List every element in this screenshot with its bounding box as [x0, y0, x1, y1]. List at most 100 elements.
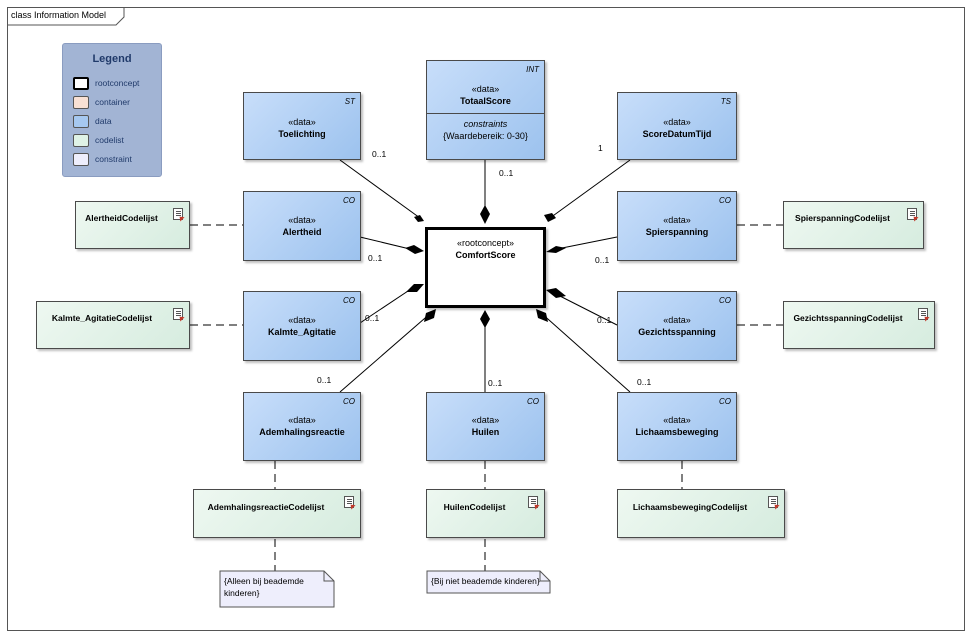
diamond-kalmte [406, 284, 424, 292]
note-text: {Alleen bij beademde kinderen} [224, 576, 304, 598]
diamond-toelichting [414, 215, 424, 222]
multiplicity-toelichting: 0..1 [372, 149, 387, 159]
class-type-tag: ST [344, 97, 355, 106]
class-toelichting[interactable]: ST «data» Toelichting [243, 92, 361, 160]
class-stereotype: «data» [288, 215, 316, 225]
codelist-icon [344, 496, 354, 508]
class-stereotype: «data» [663, 315, 691, 325]
link-lichaamsbeweging [539, 311, 631, 393]
codelist-name: AdemhalingsreactieCodelijst [207, 502, 325, 512]
class-type-tag: TS [720, 97, 731, 106]
class-comfortscore[interactable]: «rootconcept» ComfortScore [425, 227, 546, 308]
link-kalmte [359, 286, 415, 324]
constraint-value: {Waardebereik: 0-30} [443, 131, 528, 141]
class-stereotype: «data» [471, 84, 500, 94]
diamond-totaalscore [480, 205, 490, 224]
codelist-icon [173, 208, 183, 220]
codelist-huilen[interactable]: HuilenCodelijst [426, 489, 545, 538]
class-type-tag: INT [526, 65, 539, 74]
multiplicity-lichaamsbeweging: 0..1 [637, 377, 652, 387]
codelist-name: GezichtsspanningCodelijst [793, 313, 903, 323]
diamond-gezichtsspanning [546, 288, 566, 298]
legend-swatch-data [73, 115, 89, 128]
class-stereotype: «data» [288, 117, 316, 127]
diamond-ademhaling [424, 309, 436, 322]
codelist-spierspanning[interactable]: SpierspanningCodelijst [783, 201, 924, 249]
class-name: Kalmte_Agitatie [267, 327, 337, 337]
class-totaalscore[interactable]: INT «data» TotaalScore constraints {Waar… [426, 60, 545, 160]
class-lichaamsbeweging[interactable]: CO «data» Lichaamsbeweging [617, 392, 737, 461]
legend-item-rootconcept: rootconcept [73, 77, 159, 91]
link-gezichtsspanning [551, 291, 618, 326]
codelist-name: HuilenCodelijst [443, 502, 506, 512]
codelist-name: LichaamsbewegingCodelijst [632, 502, 748, 512]
frame-tab [7, 7, 125, 26]
class-stereotype: «data» [663, 215, 691, 225]
class-name: Alertheid [282, 227, 322, 237]
class-alertheid[interactable]: CO «data» Alertheid [243, 191, 361, 261]
class-stereotype: «data» [663, 117, 691, 127]
legend-swatch-container [73, 96, 89, 109]
codelist-lichaamsbeweging[interactable]: LichaamsbewegingCodelijst [617, 489, 785, 538]
multiplicity-alertheid: 0..1 [368, 253, 383, 263]
note-text: {Bij niet beademde kinderen} [431, 576, 540, 586]
note-shape-ademhaling [219, 570, 335, 608]
constraints-title: constraints [463, 119, 508, 129]
codelist-name: Kalmte_AgitatieCodelijst [51, 313, 153, 323]
link-toelichting [339, 159, 421, 219]
multiplicity-totaalscore: 0..1 [499, 168, 514, 178]
class-type-tag: CO [719, 397, 731, 406]
class-spierspanning[interactable]: CO «data» Spierspanning [617, 191, 737, 261]
legend: Legend rootconcept container data codeli… [62, 43, 162, 177]
codelist-icon [918, 308, 928, 320]
class-name: Huilen [471, 427, 500, 437]
class-name: ScoreDatumTijd [642, 129, 712, 139]
class-name: Spierspanning [645, 227, 709, 237]
class-type-tag: CO [527, 397, 539, 406]
note-huilen[interactable]: {Bij niet beademde kinderen} [427, 571, 550, 593]
note-fold-huilen [539, 571, 550, 582]
class-stereotype: «rootconcept» [456, 238, 515, 248]
class-stereotype: «data» [663, 415, 691, 425]
link-ademhaling [339, 311, 433, 393]
multiplicity-scoredatumtijd: 1 [598, 143, 603, 153]
note-shape-huilen [426, 570, 551, 594]
link-alertheid [359, 236, 415, 251]
class-type-tag: CO [719, 196, 731, 205]
legend-swatch-codelist [73, 134, 89, 147]
class-kalmte-agitatie[interactable]: CO «data» Kalmte_Agitatie [243, 291, 361, 361]
legend-item-container: container [73, 96, 159, 110]
class-type-tag: CO [719, 296, 731, 305]
class-name: Gezichtsspanning [638, 327, 716, 337]
codelist-alertheid[interactable]: AlertheidCodelijst [75, 201, 190, 249]
codelist-name: SpierspanningCodelijst [795, 213, 890, 223]
diamond-scoredatumtijd [544, 213, 556, 222]
codelist-icon [528, 496, 538, 508]
legend-item-data: data [73, 115, 159, 129]
note-fold-ademhaling [323, 571, 334, 582]
codelist-name: AlertheidCodelijst [85, 213, 158, 223]
note-ademhaling[interactable]: {Alleen bij beademde kinderen} [220, 571, 334, 607]
class-name: TotaalScore [460, 96, 511, 106]
codelist-icon [768, 496, 778, 508]
class-name: Toelichting [278, 129, 326, 139]
multiplicity-huilen: 0..1 [488, 378, 503, 388]
class-scoredatumtijd[interactable]: TS «data» ScoreDatumTijd [617, 92, 737, 160]
class-name: ComfortScore [455, 250, 516, 260]
class-name: Lichaamsbeweging [635, 427, 719, 437]
class-name: Ademhalingsreactie [259, 427, 345, 437]
codelist-gezichtsspanning[interactable]: GezichtsspanningCodelijst [783, 301, 935, 349]
diagram-frame [7, 7, 965, 631]
codelist-kalmte-agitatie[interactable]: Kalmte_AgitatieCodelijst [36, 301, 190, 349]
class-stereotype: «data» [288, 415, 316, 425]
multiplicity-ademhaling: 0..1 [317, 375, 332, 385]
class-gezichtsspanning[interactable]: CO «data» Gezichtsspanning [617, 291, 737, 361]
class-stereotype: «data» [471, 415, 500, 425]
class-huilen[interactable]: CO «data» Huilen [426, 392, 545, 461]
diamond-lichaamsbeweging [536, 309, 548, 322]
compartment-divider [427, 113, 544, 114]
codelist-ademhalingsreactie[interactable]: AdemhalingsreactieCodelijst [193, 489, 361, 538]
class-ademhalingsreactie[interactable]: CO «data» Ademhalingsreactie [243, 392, 361, 461]
class-type-tag: CO [343, 397, 355, 406]
